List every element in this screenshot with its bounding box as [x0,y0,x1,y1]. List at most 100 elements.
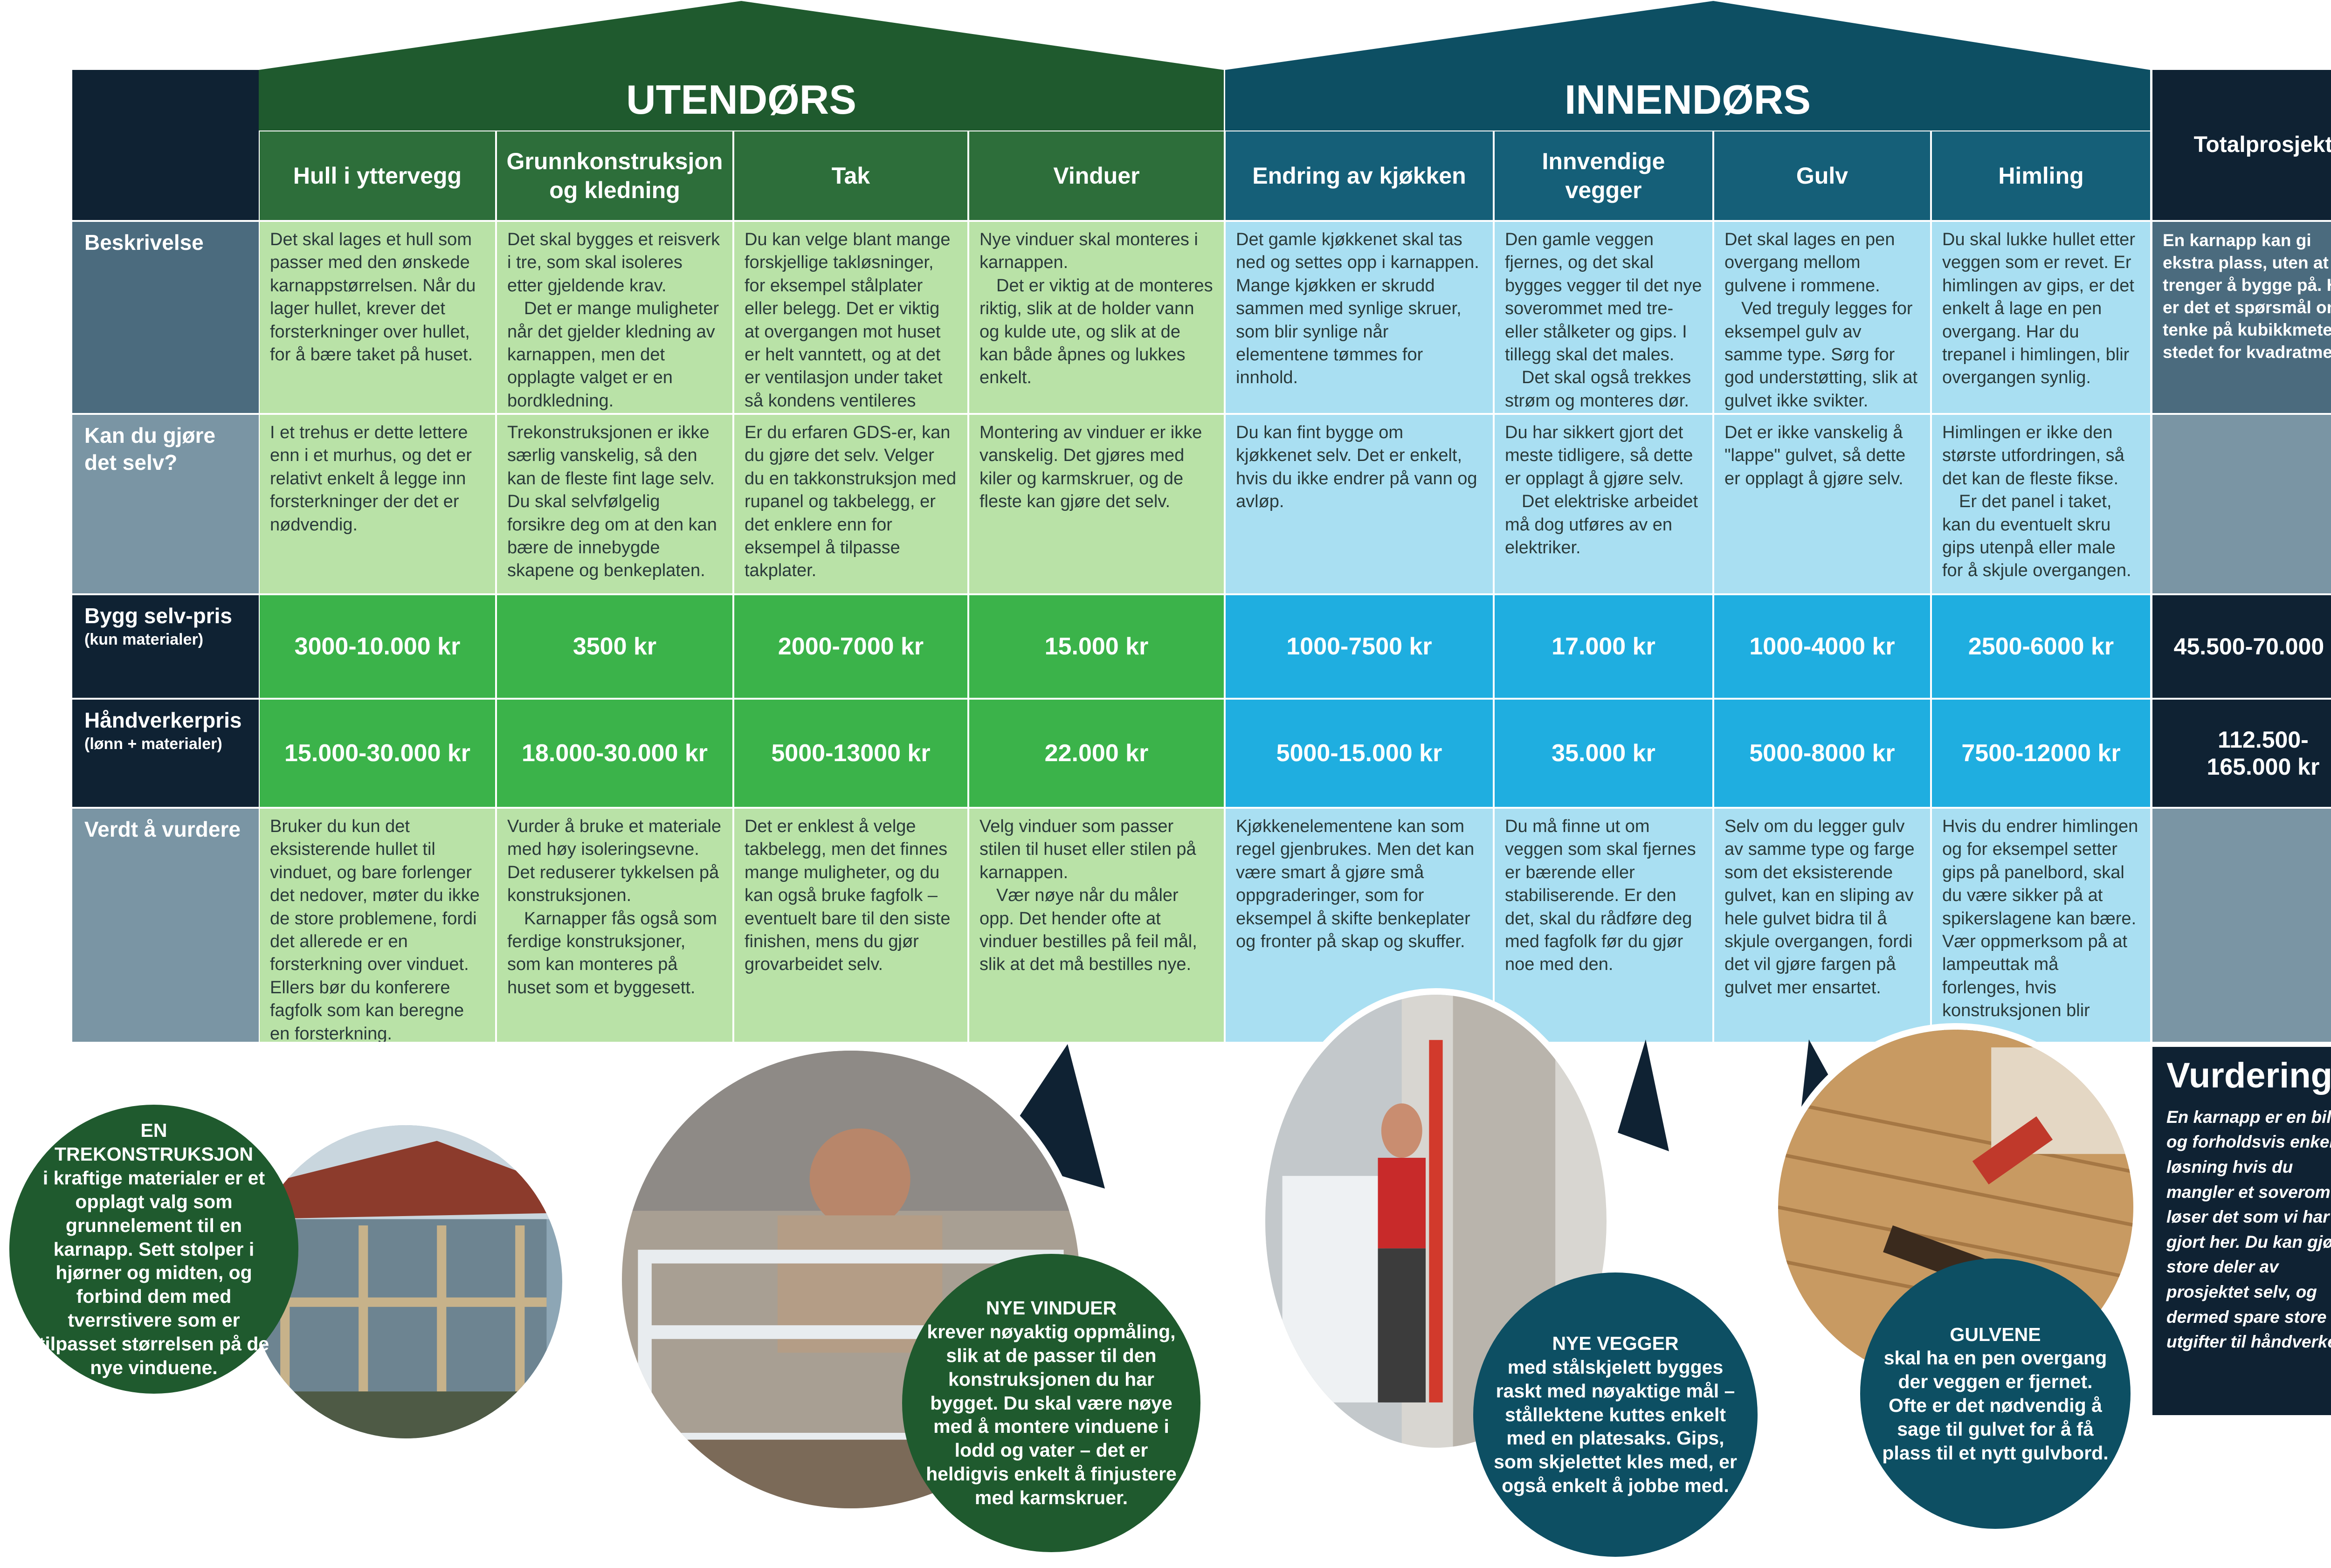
vurdering-text: En karnapp er en billig og forholdsvis e… [2166,1107,2331,1352]
cell-paragraph: Nye vinduer skal monteres i karnappen. [979,230,1198,273]
cell-verdt-1: Bruker du kun det eksisterende hullet ti… [260,809,495,1042]
cell-paragraph: Det elektriske arbeidet må dog utføres a… [1505,492,1698,557]
col-header-grunnkonstruksjon: Grunnkonstruksjon og kledning [497,131,732,220]
cell-paragraph: Hvis du endrer himlingen og for eksempel… [1942,817,2138,1042]
cell-paragraph: Selv om du legger gulv av samme type og … [1724,817,1915,997]
cell-paragraph: Du kan fint bygge om kjøkkenet selv. Det… [1236,423,1477,512]
cell-paragraph: Velg vinduer som passer stilen til huset… [979,817,1196,882]
cell-selv-2: Trekonstruksjonen er ikke særlig vanskel… [497,415,732,593]
cell-paragraph: Det er enklest å velge takbelegg, men de… [745,817,951,975]
vurdering-box: Vurdering En karnapp er en billig og for… [2152,1047,2331,1415]
outdoor-roof [259,1,1224,131]
cell-selv-4: Montering av vinduer er ikke vanskelig. … [969,415,1224,593]
cell-paragraph: Himlingen er ikke den største utfordring… [1942,423,2124,488]
total-verdt [2152,809,2331,1042]
cell-byggpris-7: 1000-4000 kr [1714,595,1930,698]
cell-beskrivelse-6: Den gamle veggen fjernes, og det skal by… [1495,222,1712,413]
cell-paragraph: Det skal også trekkes strøm og monteres … [1505,368,1691,411]
cell-selv-1: I et trehus er dette lettere enn i et mu… [260,415,495,593]
cell-handverker-1: 15.000-30.000 kr [260,700,495,807]
cell-paragraph: Det skal bygges et reisverk i tre, som s… [507,230,720,296]
cell-paragraph: Du kan velge blant mange forskjellige ta… [745,230,951,411]
cell-handverker-7: 5000-8000 kr [1714,700,1930,807]
cell-paragraph: Trekonstruksjonen er ikke særlig vanskel… [507,423,717,581]
col-header-kjokken: Endring av kjøkken [1226,131,1493,220]
bubble-vinduer: NYE VINDUER krever nøyaktig oppmåling, s… [902,1254,1200,1552]
col-header-himling: Himling [1932,131,2150,220]
cell-selv-5: Du kan fint bygge om kjøkkenet selv. Det… [1226,415,1493,593]
col-header-tak: Tak [734,131,967,220]
col-header-gulv: Gulv [1714,131,1930,220]
cell-paragraph: Karnapper fås også som ferdige konstruks… [507,908,717,997]
total-handverker: 112.500-165.000 kr [2152,700,2331,807]
bubble-vegger: NYE VEGGER med stålskjelett bygges raskt… [1473,1272,1758,1557]
cell-verdt-5: Kjøkkenelementene kan som regel gjenbruk… [1226,809,1493,1042]
total-byggpris: 45.500-70.000 kr [2152,595,2331,698]
cell-beskrivelse-3: Du kan velge blant mange forskjellige ta… [734,222,967,413]
cell-byggpris-2: 3500 kr [497,595,732,698]
cell-byggpris-4: 15.000 kr [969,595,1224,698]
cell-paragraph: Det er viktig at de monteres riktig, sli… [979,275,1213,388]
total-beskrivelse: En karnapp kan gi ekstra plass, uten at … [2152,222,2331,413]
col-header-vinduer: Vinduer [969,131,1224,220]
col-header-vegger: Innvendige vegger [1495,131,1712,220]
row-label-selv: Kan du gjøre det selv? [72,415,259,593]
cell-selv-7: Det er ikke vanskelig å "lappe" gulvet, … [1714,415,1930,593]
cell-selv-3: Er du erfaren GDS-er, kan du gjøre det s… [734,415,967,593]
cell-handverker-6: 35.000 kr [1495,700,1712,807]
cell-handverker-3: 5000-13000 kr [734,700,967,807]
cell-paragraph: Du har sikkert gjort det meste tidligere… [1505,423,1693,488]
section-outdoor: UTENDØRS [626,76,856,123]
cell-paragraph: Du må finne ut om veggen som skal fjerne… [1505,817,1696,975]
row-label-byggpris: Bygg selv-pris(kun materialer) [72,595,259,698]
cell-byggpris-5: 1000-7500 kr [1226,595,1493,698]
cell-beskrivelse-7: Det skal lages en pen overgang mellom gu… [1714,222,1930,413]
cell-paragraph: I et trehus er dette lettere enn i et mu… [270,423,472,535]
cell-paragraph: Bruker du kun det eksisterende hullet ti… [270,817,480,1042]
cell-paragraph: Vurder å bruke et materiale med høy isol… [507,817,722,906]
cell-verdt-4: Velg vinduer som passer stilen til huset… [969,809,1224,1042]
cell-selv-8: Himlingen er ikke den største utfordring… [1932,415,2150,593]
total-selv [2152,415,2331,593]
cell-handverker-2: 18.000-30.000 kr [497,700,732,807]
bubble-gulv: GULVENE skal ha en pen overgang der vegg… [1860,1259,2131,1529]
cell-verdt-2: Vurder å bruke et materiale med høy isol… [497,809,732,1042]
row-label-beskrivelse: Beskrivelse [72,222,259,413]
cell-beskrivelse-4: Nye vinduer skal monteres i karnappen.De… [969,222,1224,413]
cell-paragraph: Montering av vinduer er ikke vanskelig. … [979,423,1202,512]
cell-verdt-7: Selv om du legger gulv av samme type og … [1714,809,1930,1042]
top-left-corner [72,70,259,220]
cell-paragraph: Det skal lages en pen overgang mellom gu… [1724,230,1895,296]
cell-beskrivelse-2: Det skal bygges et reisverk i tre, som s… [497,222,732,413]
cell-paragraph: Det er ikke vanskelig å "lappe" gulvet, … [1724,423,1906,488]
cell-byggpris-8: 2500-6000 kr [1932,595,2150,698]
col-header-total: Totalprosjekt [2152,70,2331,220]
cell-paragraph: Vær nøye når du måler opp. Det hender of… [979,886,1197,975]
cell-byggpris-3: 2000-7000 kr [734,595,967,698]
cell-beskrivelse-1: Det skal lages et hull som passer med de… [260,222,495,413]
row-label-verdt: Verdt å vurdere [72,809,259,1042]
vurdering-title: Vurdering [2166,1056,2331,1095]
cell-selv-6: Du har sikkert gjort det meste tidligere… [1495,415,1712,593]
cell-handverker-5: 5000-15.000 kr [1226,700,1493,807]
cell-paragraph: Kjøkkenelementene kan som regel gjenbruk… [1236,817,1475,951]
cell-paragraph: Den gamle veggen fjernes, og det skal by… [1505,230,1702,364]
cell-paragraph: Det skal lages et hull som passer med de… [270,230,476,364]
bubble-trekonstruksjon: EN TREKONSTRUKSJON i kraftige materialer… [9,1105,298,1394]
cell-paragraph: Er det panel i taket, kan du eventuelt s… [1942,492,2131,581]
cell-verdt-6: Du må finne ut om veggen som skal fjerne… [1495,809,1712,1042]
section-indoor: INNENDØRS [1564,76,1811,123]
row-label-handverker: Håndverkerpris(lønn + materialer) [72,700,259,807]
cell-paragraph: Er du erfaren GDS-er, kan du gjøre det s… [745,423,957,581]
cell-verdt-8: Hvis du endrer himlingen og for eksempel… [1932,809,2150,1042]
indoor-roof [1225,1,2150,131]
col-header-hull: Hull i yttervegg [260,131,495,220]
roof-shapes [259,1,2150,131]
cell-paragraph: Ved treguly legges for eksempel gulv av … [1724,299,1917,411]
cell-byggpris-6: 17.000 kr [1495,595,1712,698]
cell-byggpris-1: 3000-10.000 kr [260,595,495,698]
cell-paragraph: Du skal lukke hullet etter veggen som er… [1942,230,2135,388]
cell-paragraph: Det gamle kjøkkenet skal tas ned og sett… [1236,230,1479,388]
cell-beskrivelse-8: Du skal lukke hullet etter veggen som er… [1932,222,2150,413]
cell-beskrivelse-5: Det gamle kjøkkenet skal tas ned og sett… [1226,222,1493,413]
